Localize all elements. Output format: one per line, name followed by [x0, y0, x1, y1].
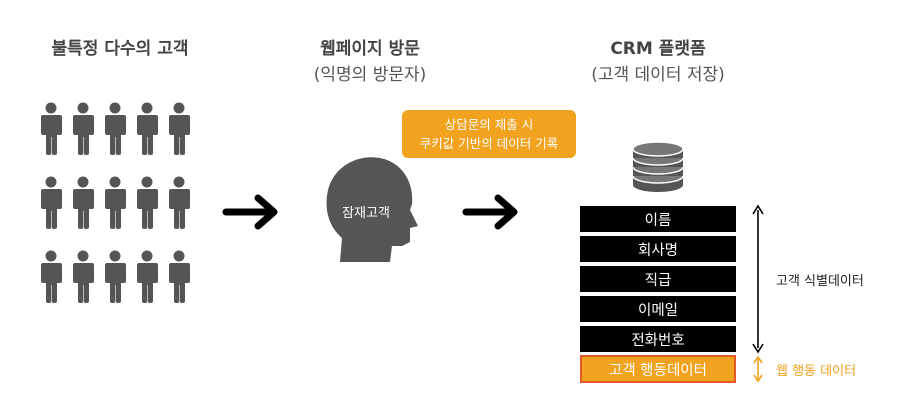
arrow-right-icon	[222, 194, 278, 230]
double-arrow-vertical-icon	[752, 204, 764, 354]
arrow-right-icon	[462, 194, 518, 230]
heading-visit: 웹페이지 방문 (익명의 방문자)	[270, 36, 470, 88]
callout-line-1: 상담문의 제출 시	[444, 117, 534, 132]
heading-crm-subtitle: (고객 데이터 저장)	[591, 65, 725, 85]
crm-field-email: 이메일	[580, 296, 736, 322]
person-icon-row-3	[41, 250, 190, 303]
submission-callout: 상담문의 제출 시 쿠키값 기반의 데이터 기록	[402, 110, 576, 158]
head-silhouette-icon	[326, 157, 418, 262]
person-icon-row-2	[41, 176, 190, 229]
heading-crowd-title: 불특정 다수의 고객	[51, 39, 189, 59]
web-behavior-note: 웹 행동 데이터	[776, 364, 857, 379]
crowd-icon-grid	[41, 102, 190, 303]
identity-data-note: 고객 식별데이터	[776, 274, 864, 289]
heading-crm-title: CRM 플랫폼	[610, 39, 706, 59]
crm-field-company: 회사명	[580, 236, 736, 262]
double-arrow-vertical-icon	[753, 355, 763, 383]
anonymous-visitor-label: 잠재고객	[342, 206, 390, 221]
person-icon-row-1	[41, 102, 190, 155]
database-icon	[632, 141, 684, 192]
heading-visit-subtitle: (익명의 방문자)	[313, 65, 427, 85]
crm-field-phone: 전화번호	[580, 326, 736, 352]
crm-field-position: 직급	[580, 266, 736, 292]
heading-visit-title: 웹페이지 방문	[320, 39, 420, 59]
callout-line-2: 쿠키값 기반의 데이터 기록	[419, 136, 559, 151]
crm-field-behavior: 고객 행동데이터	[580, 355, 736, 383]
heading-crm: CRM 플랫폼 (고객 데이터 저장)	[558, 36, 758, 88]
crm-field-name: 이름	[580, 206, 736, 232]
heading-crowd: 불특정 다수의 고객	[20, 36, 220, 62]
